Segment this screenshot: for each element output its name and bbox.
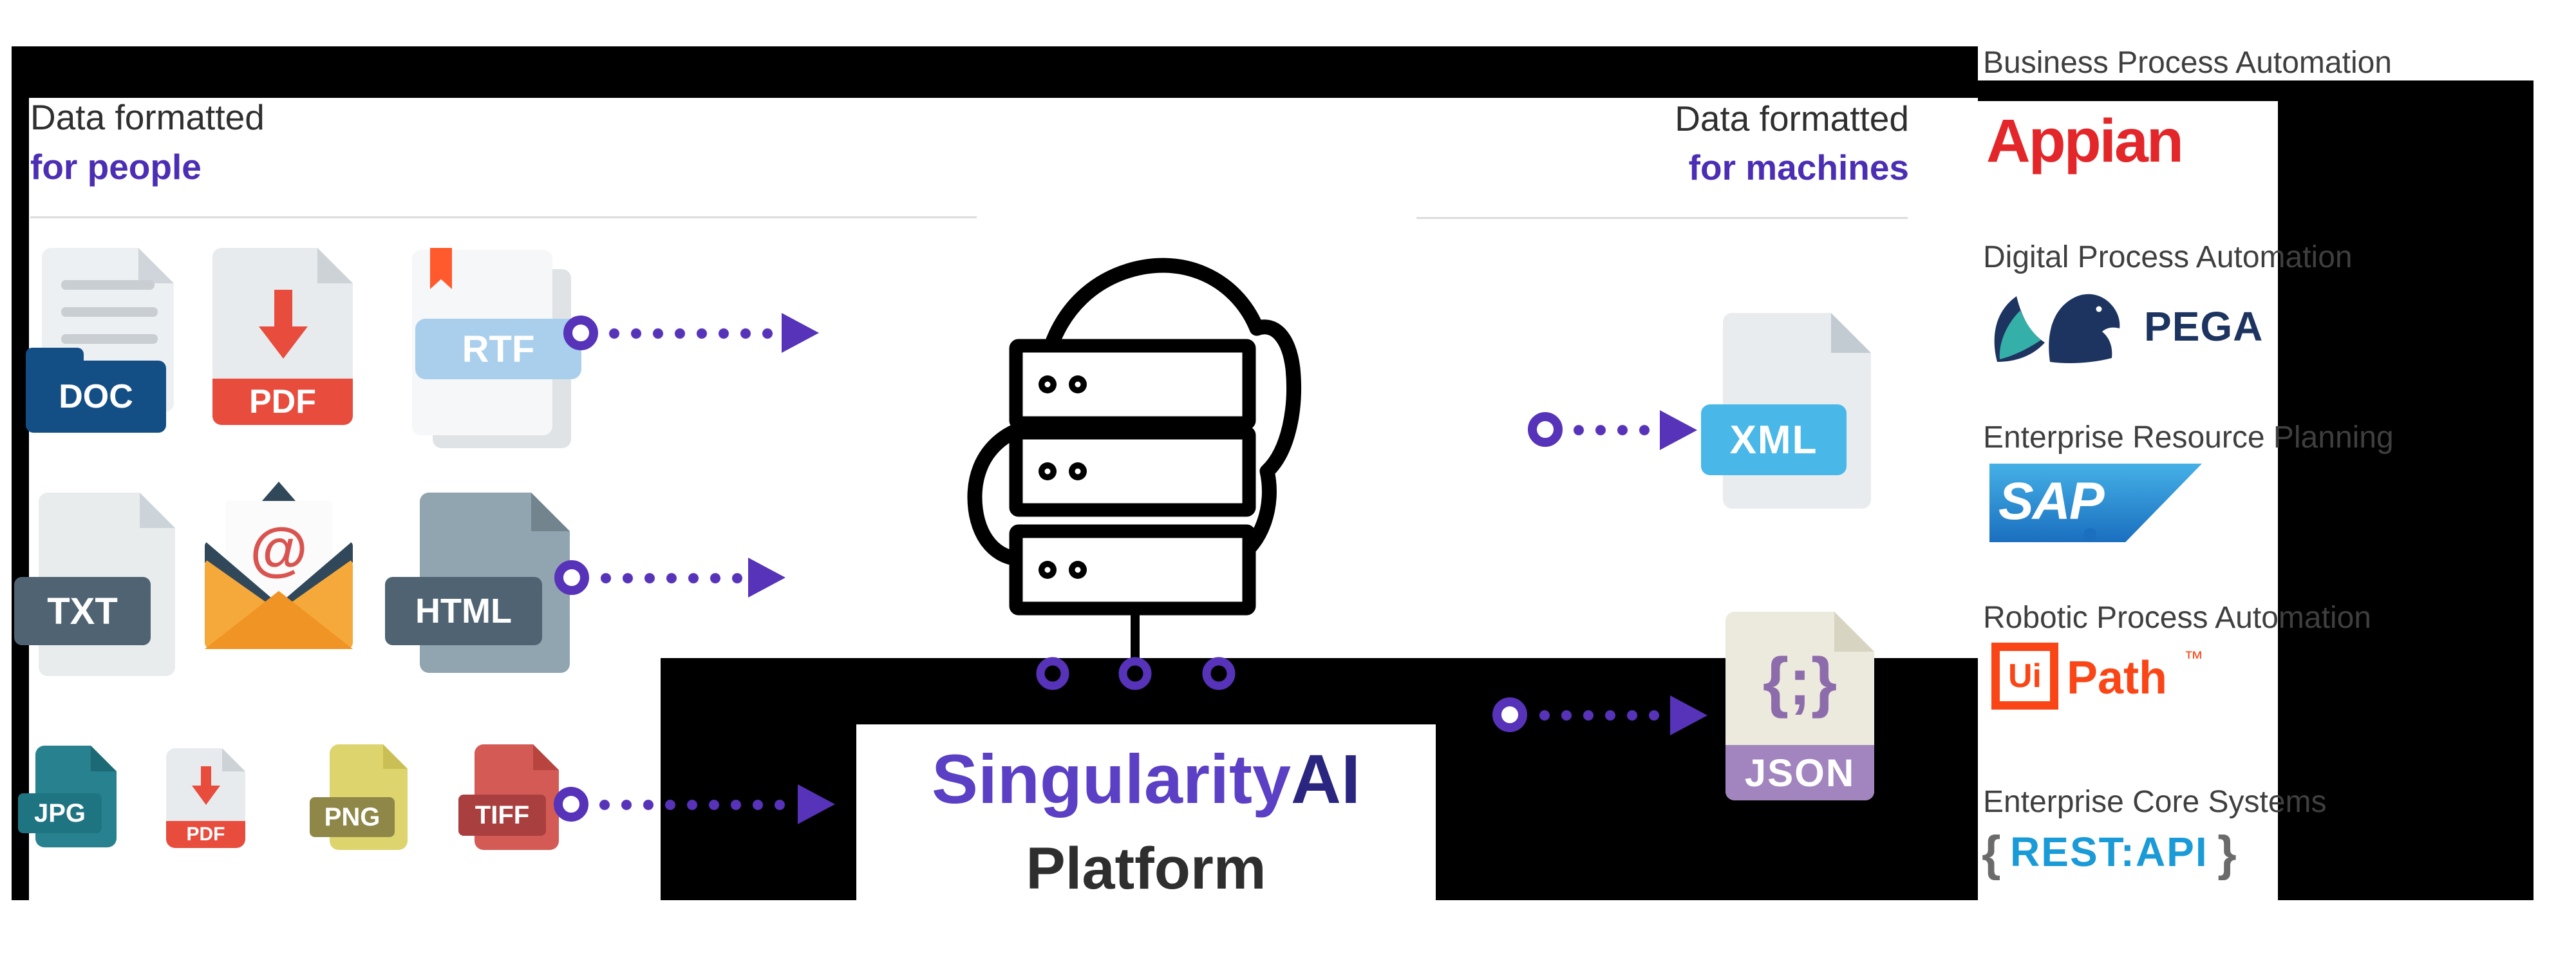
pdf-small-file-icon: PDF (166, 748, 245, 848)
json-arrowhead (1670, 695, 1707, 735)
uipath-ui-square: Ui (1991, 643, 2058, 710)
sap-logo-text: SAP (1998, 472, 2105, 531)
email-at-glyph: @ (250, 516, 308, 582)
category-enterprise-resource-planning: Enterprise Resource Planning (1983, 420, 2394, 455)
xml-arrowhead (1660, 410, 1697, 450)
json-dotted-line (1539, 710, 1668, 721)
xml-label: XML (1701, 404, 1847, 475)
pdf-small-label: PDF (166, 821, 245, 848)
restapi-text: REST:API (2010, 829, 2208, 875)
pdf-label: PDF (212, 379, 353, 425)
pega-horse-icon (1994, 294, 2120, 363)
html-label: HTML (385, 577, 542, 645)
tiff-label: TIFF (458, 795, 546, 836)
row3-arrowhead (798, 784, 835, 824)
appian-logo: Appian (1986, 107, 2184, 175)
row2-arrowhead (748, 558, 785, 598)
top-bridge-strip (1978, 80, 2534, 101)
png-label: PNG (310, 797, 395, 837)
platform-subtitle: Platform (1026, 836, 1266, 901)
people-heading-line1: Data formatted (30, 97, 265, 137)
restapi-brace-open: { (1982, 826, 2001, 881)
machines-heading-line2: for machines (1688, 147, 1909, 187)
row3-connector-ring (554, 787, 588, 822)
row1-dotted-line (608, 328, 775, 339)
pdf-small-arrow-head (192, 786, 220, 805)
row2-dotted-line (600, 572, 744, 584)
output-port-rings (1036, 657, 1236, 690)
platform-brand-suffix: AI (1291, 740, 1361, 818)
email-icon: @ (205, 482, 353, 649)
platform-box: SingularityAI Platform (856, 724, 1436, 962)
pega-logo-text: PEGA (2144, 303, 2264, 350)
pdf-download-arrow-head (259, 326, 308, 359)
pdf-download-arrow-shaft (274, 290, 292, 330)
platform-brand: SingularityAI (856, 739, 1436, 819)
category-business-process-automation: Business Process Automation (1983, 46, 2392, 80)
top-bar (12, 46, 1978, 98)
category-robotic-process-automation: Robotic Process Automation (1983, 601, 2371, 635)
json-file-icon: {;} JSON (1725, 612, 1874, 800)
cloud-server-icon (967, 258, 1301, 690)
pdf-small-arrow-shaft (201, 766, 211, 788)
people-heading-line2: for people (30, 147, 202, 187)
restapi-logo: { REST:API } (1982, 825, 2237, 882)
sap-logo: SAP (1989, 464, 2202, 542)
category-digital-process-automation: Digital Process Automation (1983, 240, 2353, 274)
json-connector-ring (1492, 697, 1527, 732)
json-braces-glyph: {;} (1762, 644, 1838, 719)
xml-dotted-line (1573, 424, 1660, 436)
uipath-ui-text: Ui (2008, 657, 2042, 695)
machines-heading-line1: Data formatted (1675, 99, 1909, 138)
people-divider (30, 216, 977, 218)
row1-connector-ring (563, 316, 598, 350)
right-black-panel (2278, 98, 2534, 900)
row3-dotted-line (599, 799, 792, 811)
json-label: JSON (1725, 745, 1874, 800)
uipath-path-text: Path (2067, 652, 2168, 704)
jpg-label: JPG (18, 793, 102, 833)
doc-label: DOC (26, 361, 166, 433)
category-enterprise-core-systems: Enterprise Core Systems (1983, 785, 2327, 819)
pdf-file-icon: PDF (212, 248, 353, 425)
restapi-brace-close: } (2217, 826, 2237, 881)
server-racks (1009, 339, 1256, 616)
left-border-strip (12, 46, 29, 900)
rtf-label: RTF (415, 319, 581, 379)
row1-arrowhead (782, 313, 819, 353)
machines-divider (1416, 217, 1908, 219)
txt-label: TXT (14, 577, 151, 645)
sap-logo-dot (2083, 528, 2096, 541)
uipath-trademark: ™ (2184, 648, 2203, 669)
xml-connector-ring (1528, 412, 1563, 447)
platform-brand-main: Singularity (931, 740, 1292, 818)
row2-connector-ring (554, 560, 589, 595)
